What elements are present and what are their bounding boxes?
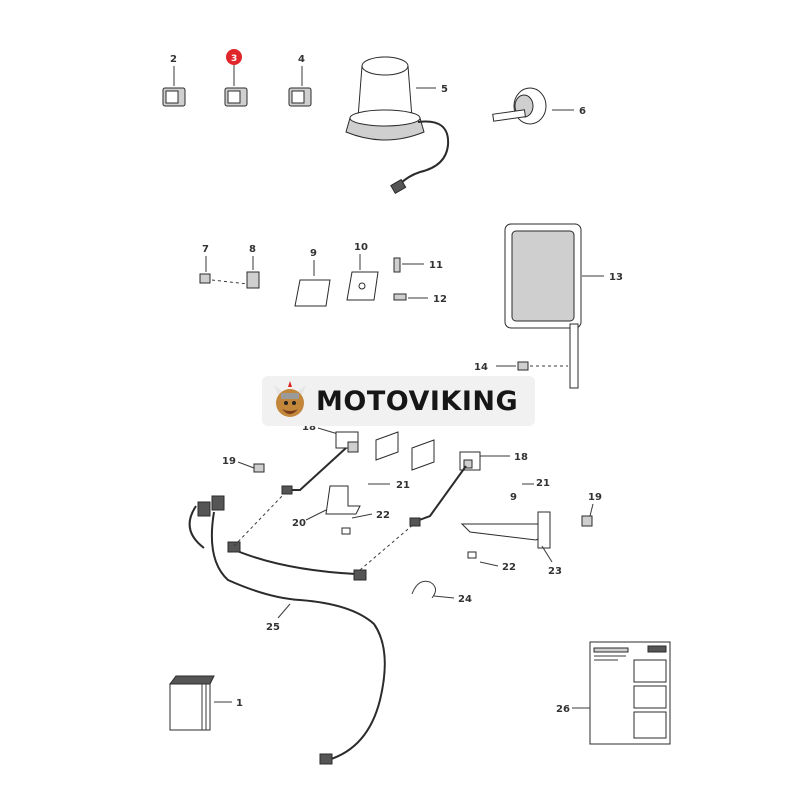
callout-7: 7: [202, 244, 209, 255]
horn-part-6[interactable]: [492, 87, 547, 125]
clamp-bracket-left[interactable]: [375, 431, 435, 471]
decal-sheet-part-26[interactable]: [589, 641, 671, 745]
callout-19a: 19: [222, 456, 236, 467]
screw-part-19-right[interactable]: [581, 515, 593, 527]
callout-9b: 9: [510, 492, 517, 503]
callout-3-highlighted: 3: [226, 49, 242, 65]
callout-25: 25: [266, 622, 280, 633]
callout-8: 8: [249, 244, 256, 255]
callout-13: 13: [609, 272, 623, 283]
bracket-part-20[interactable]: [325, 485, 361, 515]
callout-24: 24: [458, 594, 472, 605]
washer-part-22-left[interactable]: [341, 527, 351, 535]
fastener-part-12[interactable]: [393, 293, 407, 301]
connector-left[interactable]: [281, 485, 293, 495]
callout-5: 5: [441, 84, 448, 95]
callout-9: 9: [310, 248, 317, 259]
viking-mascot-icon: [274, 381, 306, 417]
beacon-light-part-5[interactable]: [345, 56, 450, 195]
callout-22a: 22: [376, 510, 390, 521]
callout-12: 12: [433, 294, 447, 305]
washer-part-22-right[interactable]: [467, 551, 477, 559]
brand-name: MOTOVIKING: [316, 385, 519, 417]
plate-part-10[interactable]: [346, 271, 379, 301]
callout-21b: 21: [536, 478, 550, 489]
wire-branch-left: [288, 447, 347, 491]
fastener-part-11[interactable]: [393, 257, 401, 273]
callout-14: 14: [474, 362, 488, 373]
callout-18a: 18: [302, 422, 316, 433]
switch-part-3[interactable]: [224, 64, 248, 107]
nut-part-8[interactable]: [246, 271, 260, 289]
callout-23: 23: [548, 566, 562, 577]
screw-part-19-left[interactable]: [253, 463, 265, 473]
callout-2: 2: [170, 54, 177, 65]
bracket-part-18-right[interactable]: [459, 451, 481, 471]
switch-part-2[interactable]: [162, 66, 186, 107]
bracket-part-18-left[interactable]: [335, 431, 359, 453]
callout-3: 3: [231, 54, 237, 64]
wire-branch-right: [413, 465, 467, 523]
callout-4: 4: [298, 54, 305, 65]
callout-26: 26: [556, 704, 570, 715]
callout-6: 6: [579, 106, 586, 117]
callout-20: 20: [292, 518, 306, 529]
callout-18b: 18: [514, 452, 528, 463]
brand-watermark: MOTOVIKING: [262, 376, 535, 426]
callout-19b: 19: [588, 492, 602, 503]
gasket-part-9[interactable]: [294, 279, 331, 307]
connector-right[interactable]: [409, 517, 421, 527]
callout-21a: 21: [396, 480, 410, 491]
relay-module-part-1[interactable]: [169, 675, 215, 731]
callout-10: 10: [354, 242, 368, 253]
callout-1: 1: [236, 698, 243, 709]
bracket-part-23[interactable]: [460, 511, 551, 549]
callout-11: 11: [429, 260, 443, 271]
mirror-part-13[interactable]: [504, 223, 582, 389]
switch-part-4[interactable]: [288, 66, 312, 107]
wiring-harness-part-25[interactable]: [188, 495, 386, 765]
callout-22b: 22: [502, 562, 516, 573]
cable-clamp-part-24[interactable]: [411, 580, 436, 599]
screw-part-14[interactable]: [517, 361, 529, 371]
screw-part-7[interactable]: [199, 273, 211, 284]
